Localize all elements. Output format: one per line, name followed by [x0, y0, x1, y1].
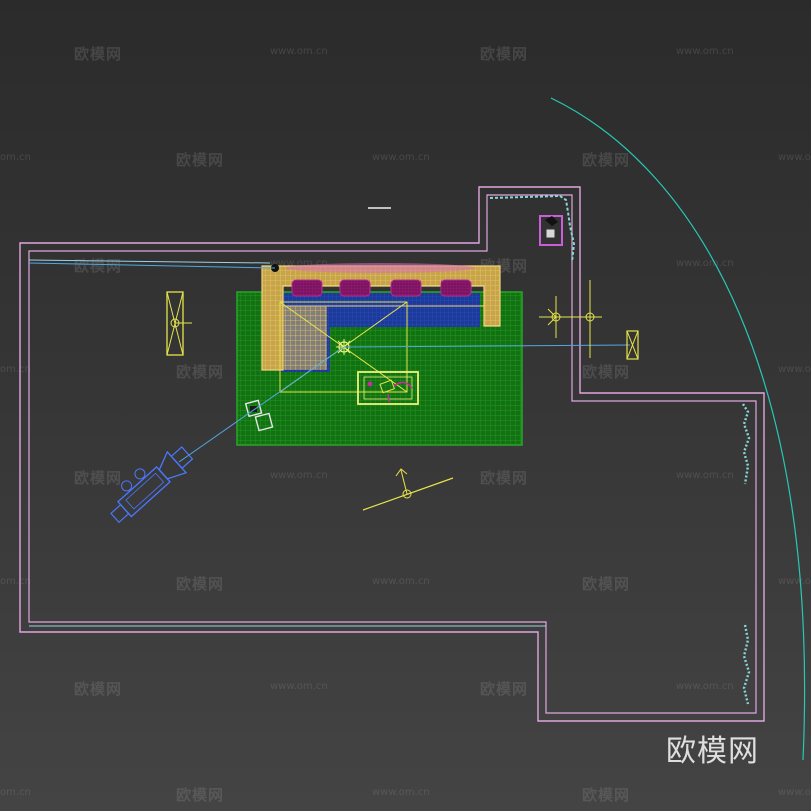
cushion [340, 280, 370, 296]
coffee-table[interactable] [357, 371, 419, 405]
target-light-icon[interactable] [539, 280, 602, 358]
room-wall-outer[interactable] [19, 186, 765, 722]
alcove-object-top [545, 216, 558, 226]
sun-arc-guide [550, 97, 806, 761]
curtain-right-lower [742, 624, 751, 705]
cushion [391, 280, 421, 296]
floor-edge-line [28, 259, 271, 264]
alcove-object[interactable] [539, 215, 563, 246]
cushion [441, 280, 471, 296]
sectional-sofa-mesh [262, 266, 500, 370]
cushion [292, 280, 322, 296]
camera-frustum-line [178, 346, 345, 463]
sofa-seat [282, 285, 485, 307]
camera-icon[interactable] [101, 437, 197, 528]
sofa-chaise-mesh [283, 306, 327, 370]
decor-objects[interactable] [367, 379, 413, 403]
curtain-top [489, 194, 576, 263]
spot-light-icon[interactable] [166, 291, 192, 356]
camera-frustum-line [343, 344, 631, 348]
armchair-icon[interactable] [244, 399, 274, 432]
curtain-right-upper [741, 403, 751, 485]
camera-frustum-line [28, 262, 276, 269]
brand-logo-text: 欧模网 [666, 734, 759, 769]
room-wall-inner [28, 194, 757, 714]
sofa-back-pillow [285, 263, 475, 273]
alcove-object-core [545, 228, 556, 239]
direct-light-icon[interactable] [626, 330, 639, 360]
sun-light-target-icon[interactable] [362, 468, 454, 511]
